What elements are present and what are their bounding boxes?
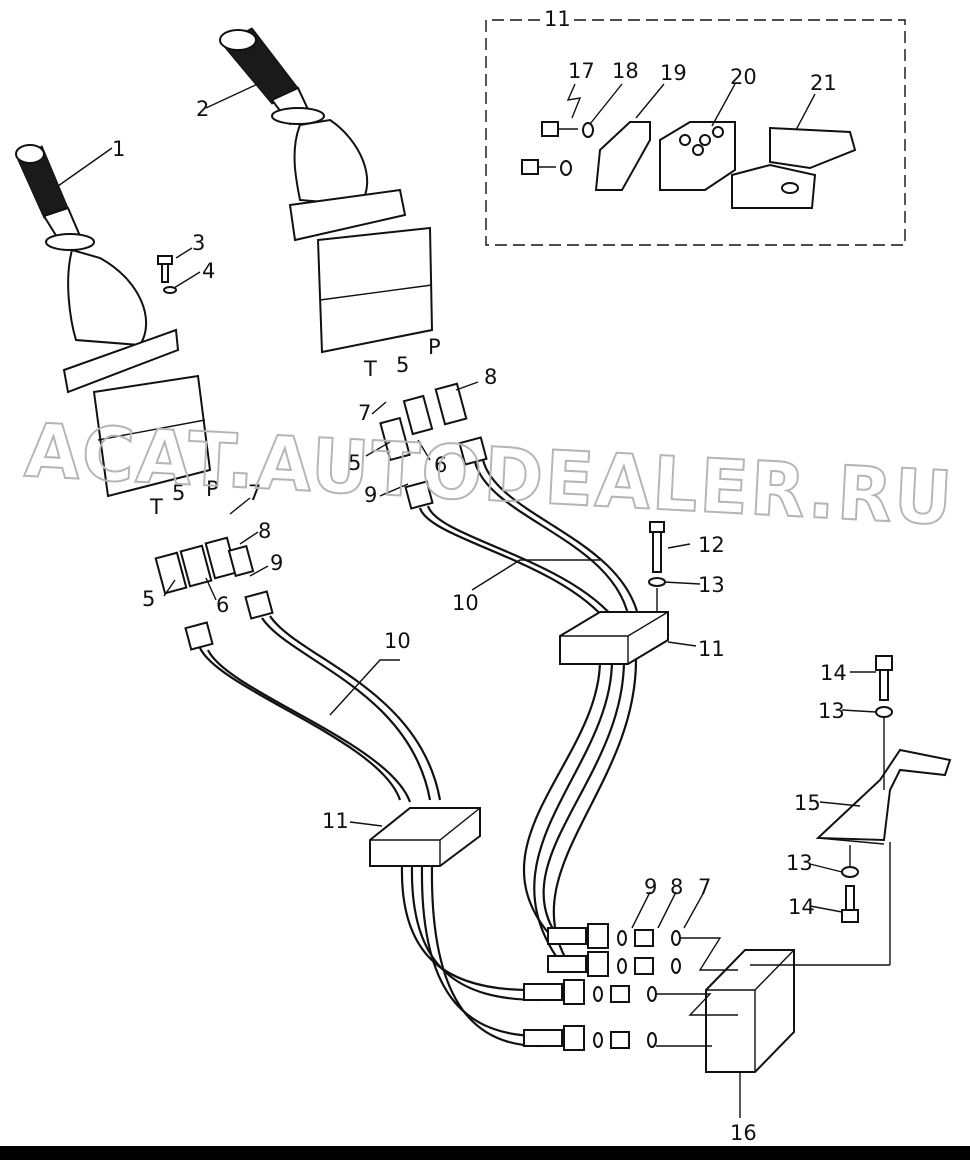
callout-9-left: 9 [270, 551, 283, 575]
callout-13-mid: 13 [818, 699, 845, 723]
callout-11-right: 11 [698, 637, 725, 661]
fittings-left-group [154, 536, 274, 651]
bolt-12 [648, 521, 666, 612]
callout-14-top: 14 [820, 661, 847, 685]
screw-3 [157, 255, 177, 294]
callout-8-left: 8 [258, 519, 271, 543]
manifold-11-left [369, 807, 481, 867]
callout-3: 3 [192, 231, 205, 255]
port-t-left: T [149, 495, 163, 519]
callout-17: 17 [568, 59, 595, 83]
fittings-right-group [379, 382, 488, 510]
callout-9-bottom: 9 [644, 875, 657, 899]
manifold-11-right [559, 611, 669, 665]
callout-5-left-top: 5 [172, 481, 185, 505]
detail-inset-11: 11 17 18 19 20 [485, 7, 906, 246]
callout-10-left: 10 [384, 629, 411, 653]
callout-labels: 1 2 3 4 5 P T 8 7 5 6 9 5 P T 7 8 9 5 6 … [112, 97, 847, 1145]
hoses-10 [199, 459, 642, 1051]
port-t-right: T [363, 357, 377, 381]
callout-5-right: 5 [348, 451, 361, 475]
leader-lines [57, 81, 877, 929]
callout-6-left: 6 [216, 593, 229, 617]
port-p-right: P [428, 335, 441, 359]
bolt-17 [521, 121, 578, 175]
seal-rings [593, 929, 738, 1049]
watermark: ACAT.AUTODEALER.RU [23, 408, 956, 543]
callout-7-bottom: 7 [698, 875, 711, 899]
washer-18b [560, 160, 572, 176]
bolt-14-bottom [841, 845, 859, 923]
washer-18 [582, 122, 594, 138]
callout-13-bottom: 13 [786, 851, 813, 875]
callout-7-right: 7 [358, 401, 371, 425]
callout-15: 15 [794, 791, 821, 815]
bracket-15 [815, 748, 952, 845]
callout-5-left: 5 [142, 587, 155, 611]
valve-block-16 [705, 842, 891, 1118]
callout-8-top: 8 [484, 365, 497, 389]
callout-11-left: 11 [322, 809, 349, 833]
left-joystick-1 [15, 144, 212, 498]
callout-2: 2 [196, 97, 209, 121]
bottom-border [0, 1146, 970, 1160]
callout-14-bottom: 14 [788, 895, 815, 919]
callout-11-inset: 11 [544, 7, 571, 31]
callout-20: 20 [730, 65, 757, 89]
callout-9-right: 9 [364, 483, 377, 507]
callout-12: 12 [698, 533, 725, 557]
callout-6-right: 6 [434, 453, 447, 477]
clamp-block-20 [659, 121, 736, 191]
callout-7-left: 7 [248, 481, 261, 505]
clamp-19 [594, 121, 651, 191]
callout-18: 18 [612, 59, 639, 83]
callout-1: 1 [112, 137, 125, 161]
callout-19: 19 [660, 61, 687, 85]
callout-16: 16 [730, 1121, 757, 1145]
callout-8-bottom: 8 [670, 875, 683, 899]
callout-13-top: 13 [698, 573, 725, 597]
clamp-cap-21 [731, 126, 857, 209]
right-joystick-2 [219, 27, 434, 354]
callout-21: 21 [810, 71, 837, 95]
callout-10-right: 10 [452, 591, 479, 615]
port-p-left: P [206, 477, 219, 501]
callout-4: 4 [202, 259, 215, 283]
callout-5-top: 5 [396, 353, 409, 377]
